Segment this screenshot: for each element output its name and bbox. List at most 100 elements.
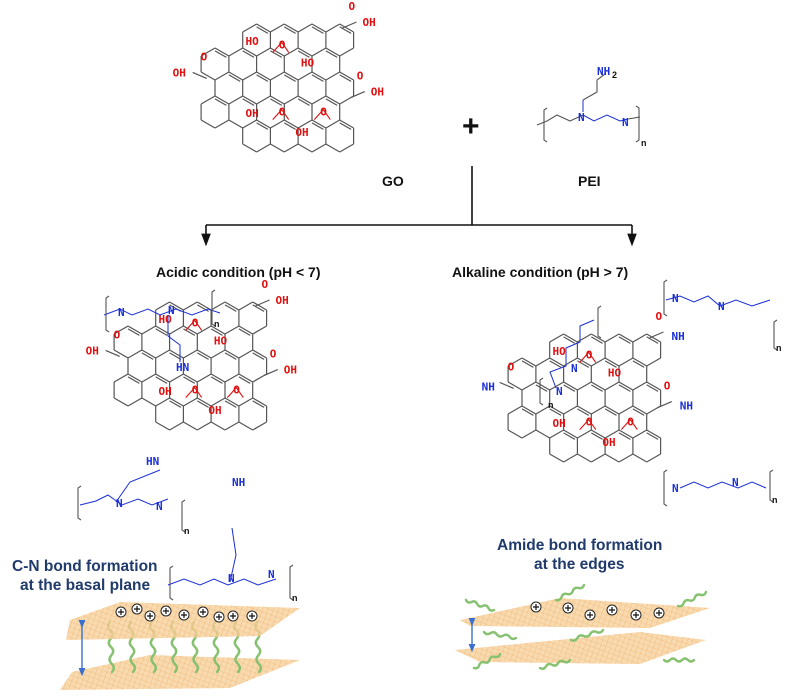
plus-glyph: [587, 612, 593, 618]
double-bond: [339, 26, 352, 34]
pei-backbone: [167, 578, 277, 586]
plus-glyph: [230, 613, 236, 619]
carbon-bond: [618, 357, 634, 367]
double-bond: [155, 328, 168, 336]
carbon-bond: [228, 47, 244, 57]
carbon-bond: [339, 143, 354, 153]
carbon-bond: [646, 453, 661, 463]
carbon-bond: [196, 397, 212, 407]
epoxide-oxygen: O: [233, 384, 240, 397]
carbon-bond: [113, 397, 129, 407]
carbon-bond: [200, 95, 216, 105]
carbon-bond: [242, 23, 257, 33]
double-bond: [325, 50, 338, 58]
carbon-bond: [256, 71, 271, 81]
epoxide-oxygen: O: [627, 416, 634, 429]
basal-plane-sheets-illustration: [60, 602, 300, 690]
basal-amine: NH: [232, 476, 245, 489]
double-bond: [256, 74, 269, 82]
pei-repeat-n: n: [214, 319, 220, 329]
pei-chain: [554, 583, 586, 602]
carbon-bond: [242, 47, 257, 57]
carbon-bond: [604, 429, 620, 439]
carboxyl-bond: [105, 349, 120, 357]
carbon-bond: [183, 397, 198, 407]
carbon-bond: [127, 373, 143, 383]
double-bond: [563, 432, 576, 440]
double-bond: [197, 352, 209, 360]
double-bond: [325, 98, 338, 106]
carbon-bond: [590, 357, 606, 367]
plus-glyph: [533, 604, 539, 610]
epoxide-oxygen: O: [192, 384, 199, 397]
hydroxyl-group: HO: [608, 366, 622, 379]
hydroxyl-group: OH: [295, 126, 308, 139]
double-bond: [252, 304, 265, 312]
double-bond: [646, 432, 659, 440]
epoxide-oxygen: O: [586, 348, 593, 361]
carbon-bond: [196, 325, 212, 335]
carbon-bond: [169, 301, 184, 311]
pei-nitrogen: N: [732, 476, 739, 489]
carbon-bond: [242, 143, 257, 153]
cn-tether: [115, 469, 161, 503]
carbon-bond: [196, 373, 212, 383]
pei-repeat-n: n: [641, 138, 647, 148]
carbon-bond: [618, 453, 634, 463]
carbonyl-oxygen: O: [357, 70, 364, 83]
carbon-bond: [169, 397, 184, 407]
carbon-bond: [169, 349, 184, 359]
carboxyl-bond: [342, 21, 357, 29]
carbon-bond: [535, 405, 551, 415]
double-bond: [252, 400, 265, 408]
double-bond: [270, 50, 283, 58]
carbon-bond: [325, 119, 341, 129]
pei-nitrogen: N: [556, 385, 563, 398]
pei-bracket: [663, 279, 668, 317]
pei-nitrogen: N: [118, 306, 125, 319]
hydroxyl-group: HO: [552, 345, 566, 358]
carboxyl-bond: [350, 91, 366, 99]
carbon-bond: [238, 301, 254, 311]
double-bond: [284, 122, 296, 130]
carbon-bond: [228, 119, 244, 129]
pei-bracket: [597, 305, 602, 339]
carbon-bond: [256, 23, 271, 33]
carbon-bond: [214, 95, 230, 105]
pei-bracket: [663, 469, 668, 507]
carbon-bond: [604, 357, 620, 367]
double-bond: [270, 98, 283, 106]
carbon-bond: [590, 429, 606, 439]
carbon-bond: [238, 421, 254, 431]
epoxide-bond: [272, 108, 290, 120]
carbonyl-oxygen: O: [270, 348, 277, 361]
double-bond: [284, 26, 296, 34]
carbon-bond: [297, 143, 313, 153]
carbon-bond: [210, 325, 226, 335]
epoxide-bond: [226, 386, 244, 398]
carbon-bond: [183, 349, 198, 359]
double-bond: [549, 408, 562, 416]
carbon-bond: [141, 373, 157, 383]
pei-amine: NH: [597, 65, 610, 78]
pei-chain: [464, 598, 496, 612]
sheet-mesh: [66, 602, 300, 640]
carbon-bond: [224, 421, 240, 431]
carbon-bond: [113, 349, 129, 359]
carbon-bond: [521, 429, 537, 439]
hydroxyl-group: OH: [552, 417, 565, 430]
cn-tether: [167, 315, 181, 362]
epoxide-bond: [620, 418, 638, 430]
double-bond: [618, 336, 631, 344]
carbon-bond: [577, 429, 592, 439]
double-bond: [252, 352, 265, 360]
carbon-bond: [507, 405, 523, 415]
double-bond: [183, 376, 196, 384]
carbon-bond: [577, 357, 592, 367]
carbon-bond: [283, 23, 299, 33]
carbon-bond: [155, 325, 170, 335]
carbon-bond: [113, 325, 129, 335]
carbon-bond: [521, 405, 537, 415]
